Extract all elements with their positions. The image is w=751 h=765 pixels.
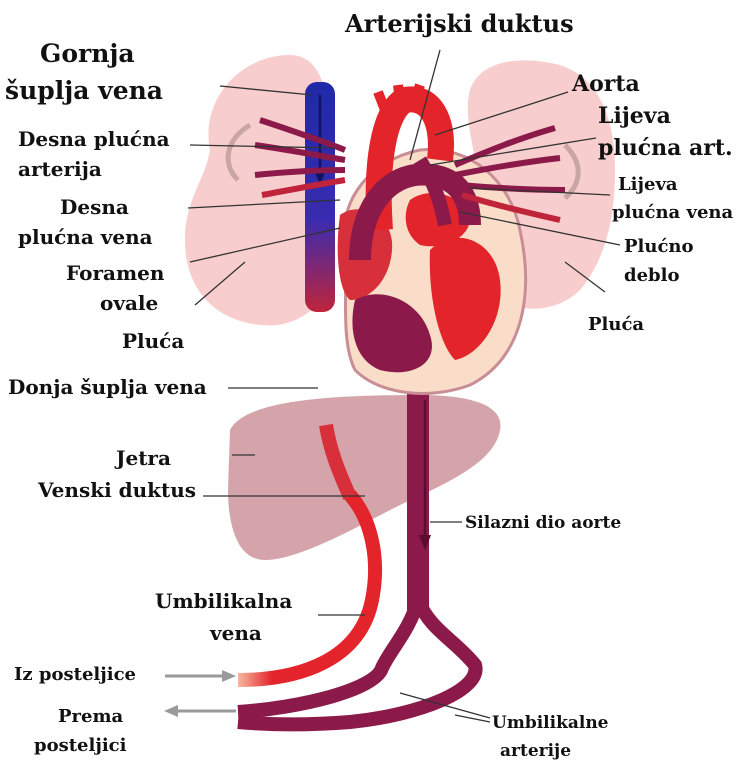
- label-umb-art-line2: arterije: [500, 741, 571, 761]
- label-iz-posteljice: Iz posteljice: [14, 664, 136, 685]
- label-foramen-line1: Foramen: [66, 261, 165, 285]
- label-aorta: Aorta: [571, 71, 640, 97]
- label-gornja-line2: šuplja vena: [5, 76, 163, 105]
- label-gornja-line1: Gornja: [40, 39, 135, 68]
- label-umb-vena-line2: vena: [209, 621, 262, 645]
- label-pluca-right: Pluća: [588, 314, 644, 335]
- label-lijeva-pa-line1: Lijeva: [598, 103, 671, 129]
- label-prema-line1: Prema: [58, 706, 124, 727]
- placenta-arrows: [164, 670, 236, 717]
- label-lijeva-pv-line1: Lijeva: [618, 174, 678, 195]
- label-plucno-line1: Plućno: [624, 236, 694, 257]
- label-pluca-left: Pluća: [122, 329, 184, 353]
- label-prema-line2: posteljici: [34, 735, 127, 756]
- label-venski: Venski duktus: [37, 478, 196, 502]
- label-foramen-line2: ovale: [100, 291, 158, 315]
- label-umb-art-line1: Umbilikalne: [492, 713, 609, 733]
- label-desna-pa-line2: arterija: [18, 157, 102, 181]
- label-plucno-line2: deblo: [624, 265, 679, 286]
- label-jetra: Jetra: [114, 446, 171, 470]
- label-umb-vena-line1: Umbilikalna: [155, 589, 292, 613]
- label-silazni: Silazni dio aorte: [465, 513, 621, 533]
- label-arterijski-duktus: Arterijski duktus: [344, 9, 574, 38]
- label-donja: Donja šuplja vena: [8, 375, 207, 399]
- label-lijeva-pa-line2: plućna art.: [598, 135, 733, 161]
- label-desna-pa-line1: Desna plućna: [18, 127, 170, 151]
- label-desna-pv-line1: Desna: [60, 195, 129, 219]
- label-lijeva-pv-line2: plućna vena: [612, 202, 733, 223]
- label-desna-pv-line2: plućna vena: [18, 225, 153, 249]
